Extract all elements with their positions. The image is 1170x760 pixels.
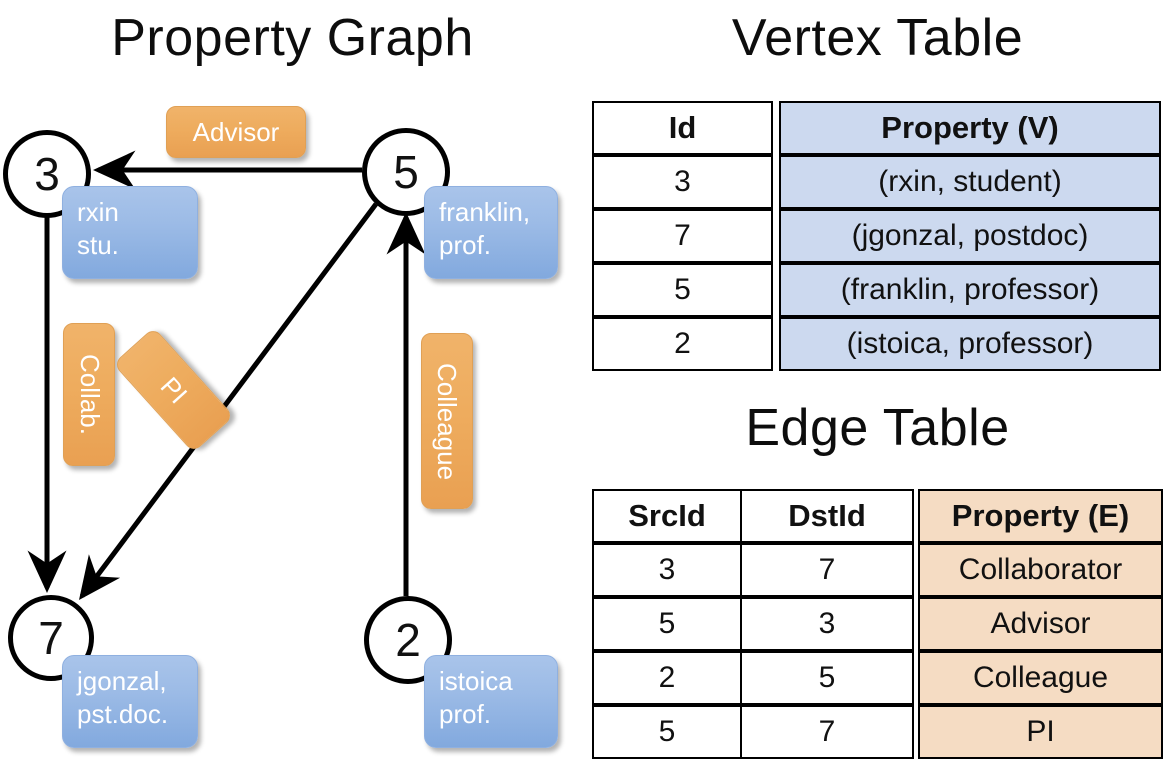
node-property-line1: rxin bbox=[77, 197, 119, 227]
table-row: (franklin, professor) bbox=[779, 263, 1161, 317]
table-row: Colleague bbox=[918, 651, 1163, 705]
vertex-table: Id 3 7 5 2 Property (V) (rxin, student) … bbox=[592, 101, 1161, 371]
edge-arrow-5-to-7 bbox=[79, 202, 378, 600]
table-row: (istoica, professor) bbox=[779, 317, 1161, 371]
edge-table-column-dstid: DstId 7 3 5 7 bbox=[740, 489, 914, 759]
table-row: 7 bbox=[740, 543, 914, 597]
table-row: 5 bbox=[592, 263, 773, 317]
edge-table-header-property: Property (E) bbox=[918, 489, 1163, 543]
edge-label-text: Collab. bbox=[74, 354, 105, 435]
table-row: 3 bbox=[592, 155, 773, 209]
edge-table-header-dstid: DstId bbox=[740, 489, 914, 543]
vertex-table-column-property: Property (V) (rxin, student) (jgonzal, p… bbox=[779, 101, 1161, 371]
edge-label-text: PI bbox=[154, 370, 194, 409]
edge-label-collab: Collab. bbox=[63, 323, 115, 466]
edge-label-text: Advisor bbox=[192, 116, 280, 147]
table-row: 2 bbox=[592, 317, 773, 371]
table-row: 7 bbox=[740, 705, 914, 759]
node-property-line1: franklin, bbox=[439, 197, 531, 227]
node-property-line2: pst.doc. bbox=[77, 699, 169, 729]
node-property-box-5: franklin, prof. bbox=[424, 186, 558, 279]
table-row: 5 bbox=[592, 597, 742, 651]
vertex-table-header-id: Id bbox=[592, 101, 773, 155]
page-title-property-graph: Property Graph bbox=[111, 9, 474, 67]
vertex-table-header-property: Property (V) bbox=[779, 101, 1161, 155]
node-property-line1: istoica bbox=[439, 666, 513, 696]
table-row: Advisor bbox=[918, 597, 1163, 651]
page-title-edge-table: Edge Table bbox=[745, 399, 1010, 457]
node-property-line2: prof. bbox=[439, 699, 492, 729]
graph-node-2[interactable]: 2 bbox=[364, 596, 452, 684]
table-row: 5 bbox=[740, 651, 914, 705]
table-row: 3 bbox=[592, 543, 742, 597]
table-row: 2 bbox=[592, 651, 742, 705]
table-row: PI bbox=[918, 705, 1163, 759]
node-property-line1: jgonzal, bbox=[77, 666, 167, 696]
table-row: Collaborator bbox=[918, 543, 1163, 597]
node-property-box-7: jgonzal, pst.doc. bbox=[62, 655, 198, 748]
edge-label-text: Colleague bbox=[432, 362, 463, 480]
edge-table-column-srcid: SrcId 3 5 2 5 bbox=[592, 489, 742, 759]
edge-table: SrcId 3 5 2 5 DstId 7 3 5 7 Property (E)… bbox=[592, 489, 1163, 759]
node-property-line2: prof. bbox=[439, 230, 492, 260]
graph-edge-arrows bbox=[27, 150, 426, 600]
edge-label-advisor: Advisor bbox=[166, 106, 306, 158]
table-row: (jgonzal, postdoc) bbox=[779, 209, 1161, 263]
page-title-vertex-table: Vertex Table bbox=[731, 9, 1024, 67]
node-property-box-2: istoica prof. bbox=[424, 655, 558, 748]
node-property-box-3: rxin stu. bbox=[62, 186, 198, 279]
table-row: 3 bbox=[740, 597, 914, 651]
edge-table-header-srcid: SrcId bbox=[592, 489, 742, 543]
node-property-line2: stu. bbox=[77, 230, 119, 260]
vertex-table-column-id: Id 3 7 5 2 bbox=[592, 101, 773, 371]
table-row: (rxin, student) bbox=[779, 155, 1161, 209]
property-graph-diagram: 3 5 7 2 rxin stu. franklin, prof. jgonza… bbox=[3, 106, 558, 748]
table-row: 5 bbox=[592, 705, 742, 759]
table-row: 7 bbox=[592, 209, 773, 263]
edge-table-column-property: Property (E) Collaborator Advisor Collea… bbox=[918, 489, 1163, 759]
edge-label-colleague: Colleague bbox=[421, 333, 473, 509]
